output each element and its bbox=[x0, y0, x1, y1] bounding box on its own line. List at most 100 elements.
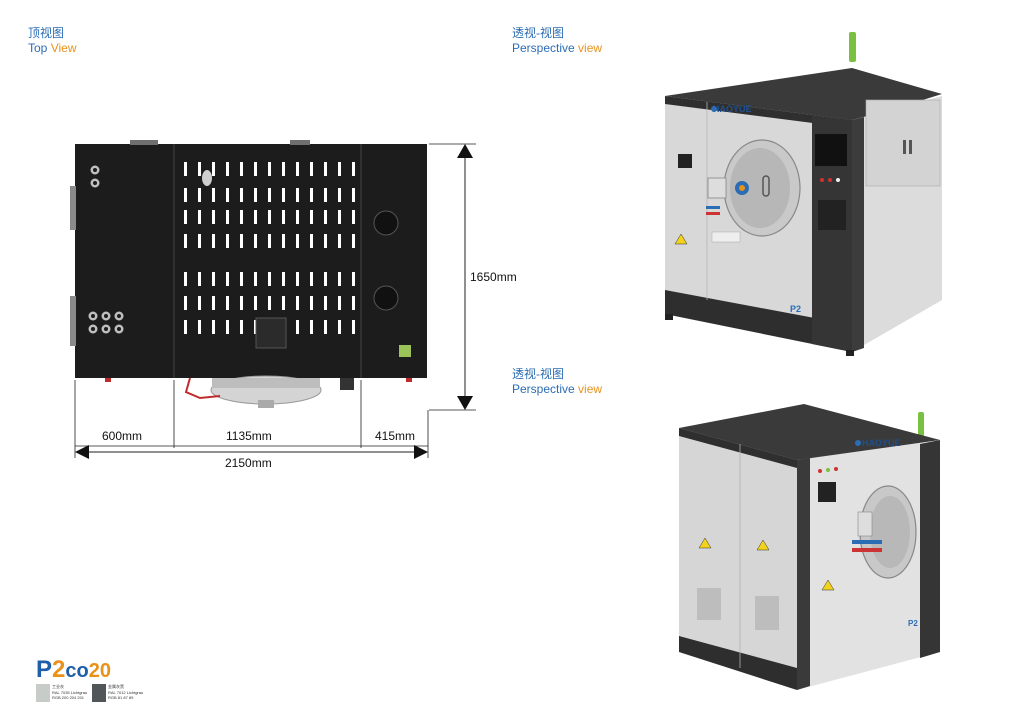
vent-slot bbox=[184, 320, 187, 334]
vent-slot bbox=[324, 188, 327, 202]
vent-slot bbox=[212, 162, 215, 176]
logo-p: P bbox=[36, 656, 53, 683]
swatch-dark-grey-text: 金属灰黑 RAL 7012 Lichtgrau RGB 81 87 89 bbox=[108, 684, 152, 701]
vent-slot bbox=[254, 272, 257, 286]
vent-slot bbox=[352, 234, 355, 248]
vent-slot bbox=[338, 162, 341, 176]
vent-slot bbox=[240, 296, 243, 310]
vent-slot bbox=[240, 320, 243, 334]
fan-2 bbox=[373, 285, 399, 311]
swatch-2-name: 金属灰黑 bbox=[108, 684, 124, 689]
top-view-label-en: Top View bbox=[28, 41, 77, 56]
swatch-1-rgb: RGB 200 204 201 bbox=[52, 695, 85, 700]
vent-slot bbox=[184, 162, 187, 176]
vent-slot bbox=[310, 188, 313, 202]
vent-slot bbox=[296, 162, 299, 176]
swatch-2-ral: RAL 7012 Lichtgrau bbox=[108, 689, 144, 695]
vent-slot bbox=[198, 162, 201, 176]
vent-slot bbox=[310, 234, 313, 248]
vent-slot bbox=[296, 234, 299, 248]
vent-slot bbox=[296, 188, 299, 202]
vent-slot bbox=[184, 188, 187, 202]
vent-slot bbox=[352, 272, 355, 286]
vent-slot bbox=[352, 162, 355, 176]
vent-slot bbox=[282, 234, 285, 248]
vent-slot bbox=[226, 234, 229, 248]
top-view-label: 顶视图 Top View bbox=[28, 26, 77, 56]
vent-slot bbox=[282, 188, 285, 202]
vent-slot bbox=[212, 234, 215, 248]
perspective-2-brand: HAOYUE bbox=[862, 438, 901, 448]
perspective-1-brand: HAOYUE bbox=[713, 104, 752, 114]
vent-slot bbox=[212, 272, 215, 286]
vent-slot bbox=[296, 320, 299, 334]
top-view-label-en-main: Top bbox=[28, 41, 48, 55]
vent-slot bbox=[324, 320, 327, 334]
vent-slot bbox=[184, 210, 187, 224]
vent-slot bbox=[338, 320, 341, 334]
perspective-view-2-label-zh: 透视-视图 bbox=[512, 367, 564, 381]
perspective-view-1-label-zh: 透视-视图 bbox=[512, 26, 564, 40]
vent-slot bbox=[324, 162, 327, 176]
perspective-view-1-label-en-accent: view bbox=[578, 41, 603, 55]
vent-slot bbox=[296, 296, 299, 310]
vent-slot bbox=[198, 296, 201, 310]
perspective-view-2-label: 透视-视图 Perspective view bbox=[512, 367, 602, 397]
vent-slot bbox=[226, 320, 229, 334]
vent-slot bbox=[282, 296, 285, 310]
vent-slot bbox=[240, 188, 243, 202]
perspective-view-1-label-en: Perspective view bbox=[512, 41, 602, 56]
vent-slot bbox=[268, 162, 271, 176]
logo-co: co bbox=[65, 660, 89, 682]
vent-slot bbox=[240, 272, 243, 286]
vent-slot bbox=[310, 162, 313, 176]
vent-slot bbox=[324, 210, 327, 224]
vent-slot bbox=[254, 162, 257, 176]
perspective-view-1-label-en-main: Perspective bbox=[512, 41, 575, 55]
vent-slot bbox=[212, 296, 215, 310]
vent-slot bbox=[324, 234, 327, 248]
vent-slot bbox=[184, 234, 187, 248]
vent-slot bbox=[338, 272, 341, 286]
green-indicator bbox=[399, 345, 411, 357]
dim-total: 2150mm bbox=[225, 456, 272, 470]
perspective-2-badge: P2 bbox=[908, 619, 918, 628]
vent-slot bbox=[310, 296, 313, 310]
swatch-1-name: 工业灰 bbox=[52, 684, 64, 689]
vent-slot bbox=[268, 296, 271, 310]
vent-slot bbox=[254, 210, 257, 224]
swatch-light-grey bbox=[36, 684, 50, 702]
top-vent-slots bbox=[184, 162, 355, 334]
vent-slot bbox=[352, 210, 355, 224]
machine-top-body bbox=[75, 144, 427, 378]
perspective-view-2-label-en: Perspective view bbox=[512, 382, 602, 397]
vent-slot bbox=[198, 210, 201, 224]
vent-slot bbox=[240, 162, 243, 176]
vent-slot bbox=[338, 234, 341, 248]
perspective-view-2-label-en-main: Perspective bbox=[512, 382, 575, 396]
vent-slot bbox=[226, 296, 229, 310]
vent-slot bbox=[296, 272, 299, 286]
vent-slot bbox=[212, 210, 215, 224]
vent-slot bbox=[226, 272, 229, 286]
vent-slot bbox=[282, 210, 285, 224]
swatch-2-rgb: RGB 81 87 89 bbox=[108, 695, 134, 700]
vent-slot bbox=[198, 188, 201, 202]
vent-slot bbox=[338, 210, 341, 224]
logo-two: 2 bbox=[52, 656, 66, 683]
vent-slot bbox=[310, 272, 313, 286]
perspective-1-badge: P2 bbox=[790, 304, 801, 314]
top-view-label-zh: 顶视图 bbox=[28, 26, 65, 40]
vent-slot bbox=[352, 320, 355, 334]
vent-slot bbox=[198, 320, 201, 334]
vent-slot bbox=[184, 296, 187, 310]
vent-slot bbox=[338, 296, 341, 310]
dim-seg3: 415mm bbox=[375, 429, 416, 443]
vent-slot bbox=[282, 162, 285, 176]
vent-slot bbox=[338, 188, 341, 202]
vent-slot bbox=[226, 162, 229, 176]
vent-slot bbox=[254, 234, 257, 248]
vent-slot bbox=[352, 296, 355, 310]
